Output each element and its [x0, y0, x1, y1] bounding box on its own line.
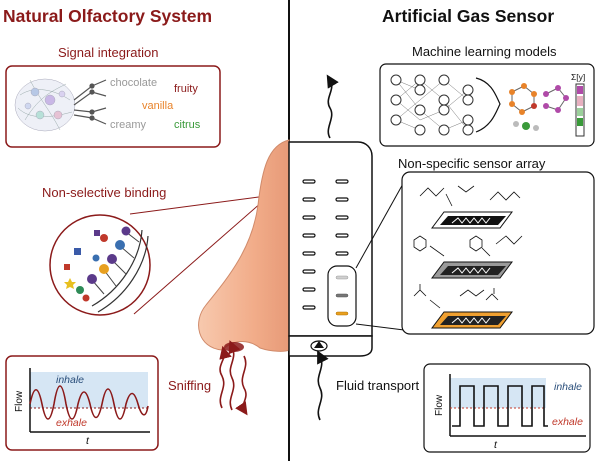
left-flow-plot: inhale exhale Flow t — [5, 355, 159, 451]
sensor-array-label: Non-specific sensor array — [398, 156, 546, 171]
word-citrus: citrus — [174, 119, 201, 131]
right-plot-xlabel: t — [494, 439, 498, 451]
left-plot-inhale: inhale — [56, 374, 84, 386]
right-flow-plot: inhale exhale Flow t — [423, 363, 591, 453]
signal-integration-label: Signal integration — [58, 45, 158, 60]
right-title: Artificial Gas Sensor — [382, 6, 554, 26]
word-vanilla: vanilla — [142, 100, 174, 112]
exhaust-arrow — [326, 74, 339, 139]
word-fruity: fruity — [174, 83, 198, 95]
highlighted-sensors — [327, 265, 357, 327]
sensor-chip-orange — [413, 284, 513, 329]
sigma-label: Σ[y] — [571, 72, 585, 82]
left-plot-ylabel: Flow — [14, 390, 25, 412]
left-title: Natural Olfactory System — [3, 6, 212, 26]
fluid-transport-label: Fluid transport — [336, 378, 419, 393]
fluid-transport-arrow — [317, 350, 329, 421]
integration-lines — [73, 79, 107, 125]
left-plot-exhale: exhale — [56, 417, 87, 429]
inlet-icon — [310, 340, 328, 352]
word-chocolate: chocolate — [110, 77, 157, 89]
sniffing-arrows — [219, 340, 248, 416]
sensor-zoom-bottom — [355, 323, 405, 331]
sensor-zoom-top — [355, 181, 405, 269]
left-plot-xlabel: t — [86, 435, 90, 447]
right-plot-inhale: inhale — [554, 381, 582, 393]
odorant-molecules-icon — [64, 226, 131, 302]
ml-models-box: Σ[y] — [379, 63, 595, 147]
molecule-icons — [509, 83, 569, 131]
right-plot-ylabel: Flow — [434, 394, 445, 416]
sniffing-label: Sniffing — [168, 378, 211, 393]
sensor-chip-gray — [413, 235, 523, 279]
output-bar-icon: Σ[y] — [571, 72, 585, 137]
sensor-array-box — [401, 171, 595, 335]
ml-models-label: Machine learning models — [412, 44, 557, 59]
non-selective-binding-label: Non-selective binding — [42, 185, 166, 200]
signal-integration-box: chocolate fruity vanilla creamy citrus — [5, 65, 221, 148]
zoom-line-top — [129, 195, 267, 215]
word-creamy: creamy — [110, 119, 147, 131]
sensor-chip-white — [419, 185, 521, 229]
zoom-line-bottom — [133, 201, 263, 315]
right-plot-exhale: exhale — [552, 416, 583, 428]
sensor-slots — [302, 179, 349, 310]
glomeruli-cluster-icon — [14, 78, 76, 132]
binding-circle — [49, 214, 151, 316]
